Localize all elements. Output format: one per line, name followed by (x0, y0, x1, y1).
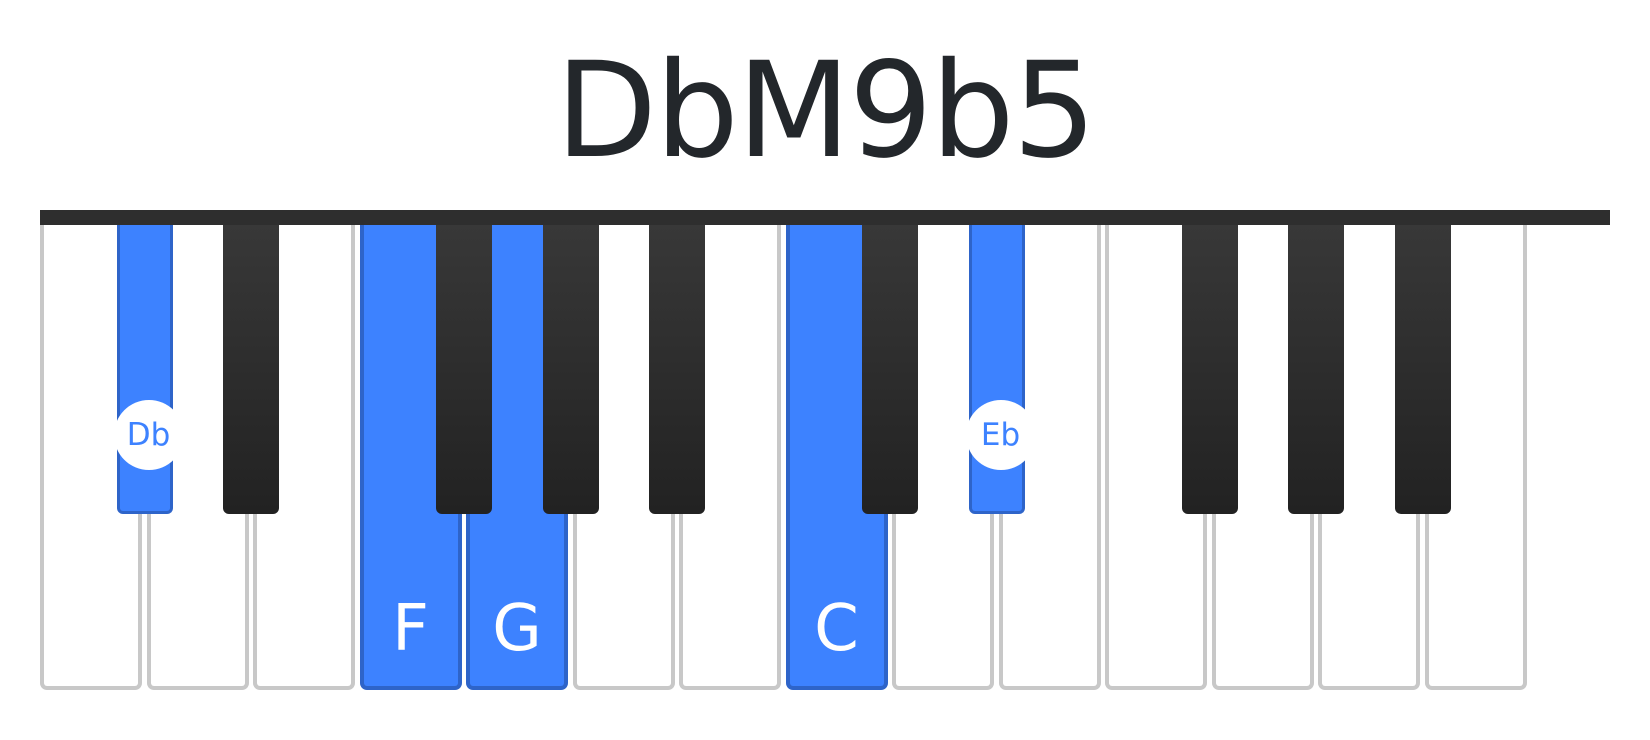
black-key-bb[interactable] (649, 222, 705, 514)
black-key-eb[interactable]: Eb (965, 222, 1036, 514)
black-key-note-badge: Db (113, 400, 184, 470)
black-key-gb[interactable] (1181, 222, 1238, 514)
keyboard-top-bar (40, 210, 1610, 225)
black-key-bb[interactable] (1394, 222, 1451, 514)
white-key-note-label: F (392, 592, 429, 666)
black-key-note-badge: Eb (965, 400, 1036, 470)
white-key-note-label: G (492, 592, 542, 666)
black-key-gb[interactable] (436, 222, 492, 514)
white-key-note-label: C (814, 592, 859, 666)
black-key-db[interactable]: Db (113, 222, 184, 514)
black-key-db[interactable] (862, 222, 918, 514)
black-key-ab[interactable] (542, 222, 599, 514)
black-key-ab[interactable] (1288, 222, 1344, 514)
black-key-eb[interactable] (223, 222, 279, 514)
chord-title: DbM9b5 (555, 34, 1096, 188)
